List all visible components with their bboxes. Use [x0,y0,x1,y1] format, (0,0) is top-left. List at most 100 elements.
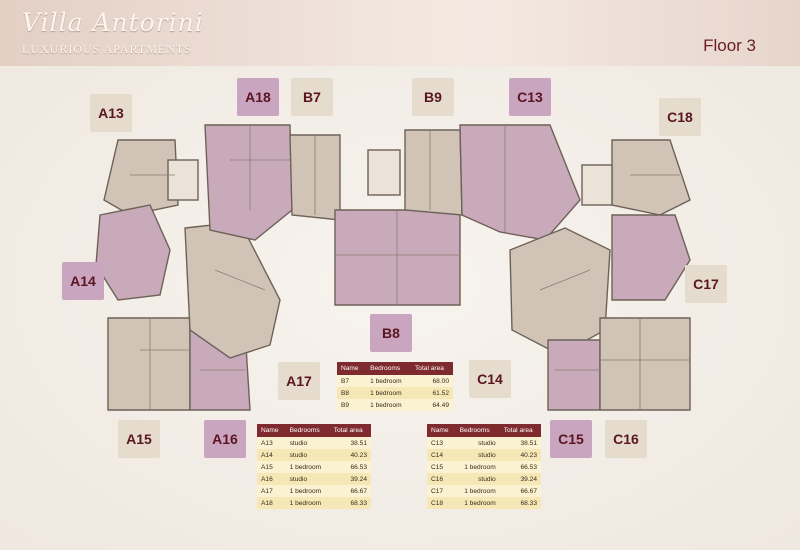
logo-subtitle: LUXURIOUS APARTMENTS [22,42,192,56]
plan-unit-c14 [509,227,611,356]
table-cell: B8 [337,387,367,399]
table-cell: studio [455,473,500,485]
area-table-b: Name Bedrooms Total area B7 1 bedroom 68… [337,362,453,411]
table-cell: A14 [257,449,286,461]
table-row: B9 1 bedroom 64.49 [337,399,453,411]
unit-label-a15: A15 [118,420,160,458]
table-cell: A17 [257,485,286,497]
table-cell: studio [455,449,500,461]
table-header-cell: Total area [410,362,453,375]
table-cell: 1 bedroom [285,497,330,509]
table-cell: C18 [427,497,456,509]
table-cell: B7 [337,375,367,387]
unit-label-c18: C18 [659,98,701,136]
table-cell: 64.49 [410,399,453,411]
plan-stair-right [581,164,613,206]
table-cell: 66.67 [499,485,541,497]
plan-unit-a18 [204,124,293,241]
table-cell: 66.53 [329,461,371,473]
table-header-cell: Name [427,424,456,437]
table-cell: 1 bedroom [285,461,330,473]
unit-label-c13: C13 [509,78,551,116]
plan-unit-c18 [611,139,691,216]
table-cell: 1 bedroom [366,375,411,387]
table-cell: 1 bedroom [285,485,330,497]
unit-label-b8: B8 [370,314,412,352]
table-cell: studio [285,437,330,449]
plan-stair-center [367,149,401,196]
plan-unit-c15 [547,339,601,411]
table-cell: A16 [257,473,286,485]
unit-label-c15: C15 [550,420,592,458]
unit-label-a13: A13 [90,94,132,132]
table-cell: A18 [257,497,286,509]
plan-unit-a15 [107,317,191,411]
unit-label-a18: A18 [237,78,279,116]
plan-unit-a14 [95,204,171,301]
table-cell: 38.51 [499,437,541,449]
unit-label-c17: C17 [685,265,727,303]
table-cell: 61.52 [410,387,453,399]
table-cell: C16 [427,473,456,485]
table-cell: 66.53 [499,461,541,473]
table-header-cell: Name [257,424,286,437]
unit-label-a14: A14 [62,262,104,300]
table-header-cell: Total area [329,424,371,437]
table-cell: C13 [427,437,456,449]
table-cell: 40.23 [499,449,541,461]
plan-unit-c17 [611,214,691,301]
table-cell: 68.33 [329,497,371,509]
table-cell: 68.33 [499,497,541,509]
plan-unit-a13 [103,139,179,216]
table-cell: B9 [337,399,367,411]
table-cell: 1 bedroom [366,399,411,411]
table-cell: 39.24 [499,473,541,485]
unit-label-b9: B9 [412,78,454,116]
table-cell: studio [455,437,500,449]
table-header-cell: Total area [499,424,541,437]
plan-unit-b9 [404,129,463,216]
table-cell: 1 bedroom [455,497,500,509]
unit-label-a17: A17 [278,362,320,400]
table-cell: 39.24 [329,473,371,485]
plan-stair-left [167,159,199,201]
table-cell: 68.00 [410,375,453,387]
table-header-cell: Bedrooms [285,424,330,437]
table-cell: 1 bedroom [455,461,500,473]
table-header-cell: Bedrooms [455,424,500,437]
header-banner: Villa Antorini LUXURIOUS APARTMENTS Floo… [0,0,800,67]
table-cell: 66.67 [329,485,371,497]
table-cell: 1 bedroom [455,485,500,497]
table-cell: studio [285,449,330,461]
table-cell: C14 [427,449,456,461]
floor-label: Floor 3 [703,36,756,55]
logo-title: Villa Antorini [22,8,204,37]
plan-unit-c13 [459,124,581,241]
table-cell: C15 [427,461,456,473]
table-cell: 38.51 [329,437,371,449]
plan-unit-c16 [599,317,691,411]
unit-label-c14: C14 [469,360,511,398]
table-header-cell: Name [337,362,367,375]
table-cell: A15 [257,461,286,473]
table-cell: C17 [427,485,456,497]
unit-label-c16: C16 [605,420,647,458]
plan-unit-b8 [334,209,461,306]
unit-label-a16: A16 [204,420,246,458]
unit-label-b7: B7 [291,78,333,116]
